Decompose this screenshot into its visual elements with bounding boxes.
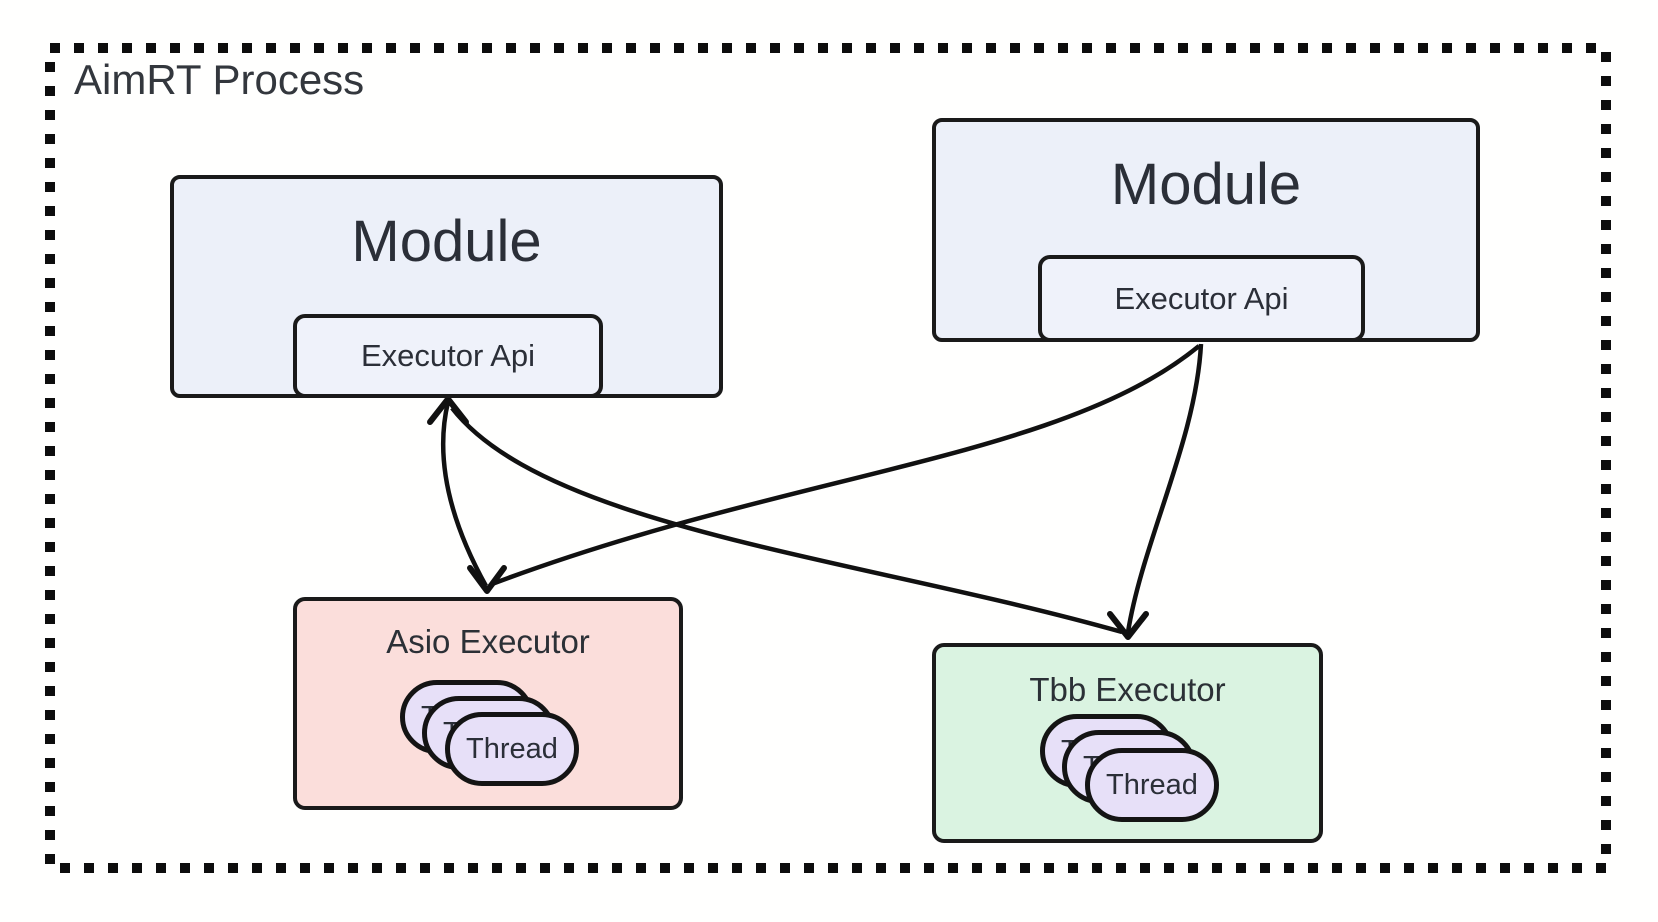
- asio-executor-title: Asio Executor: [386, 623, 590, 660]
- arrowhead-down-asio-icon: [467, 565, 507, 594]
- module-left-executor-api-label: Executor Api: [360, 338, 536, 373]
- arrowhead-up-left-api-icon: [427, 396, 469, 425]
- thread-pill-label: Thread: [466, 732, 558, 765]
- tbb-executor-title: Tbb Executor: [1029, 671, 1226, 708]
- thread-pill: Thread: [445, 712, 579, 786]
- thread-pill: Thread: [1085, 748, 1219, 822]
- module-box-left: Module: [170, 175, 723, 398]
- arrow-left-api-to-tbb: [450, 406, 1123, 635]
- arrow-right-api-to-tbb: [1125, 343, 1204, 633]
- module-right-executor-api-label: Executor Api: [1114, 280, 1289, 316]
- module-left-executor-api-box: Executor Api: [293, 314, 603, 398]
- process-title: AimRT Process: [74, 56, 365, 103]
- arrow-left-api-to-asio: [440, 401, 488, 588]
- process-boundary: [45, 43, 1611, 873]
- module-right-executor-api-box: Executor Api: [1038, 255, 1365, 342]
- module-right-title: Module: [1110, 152, 1302, 217]
- arrow-right-api-to-asio: [491, 344, 1201, 587]
- thread-pill-label: Thread: [1106, 768, 1198, 801]
- arrowhead-down-tbb-icon: [1107, 611, 1149, 640]
- module-left-title: Module: [351, 209, 542, 274]
